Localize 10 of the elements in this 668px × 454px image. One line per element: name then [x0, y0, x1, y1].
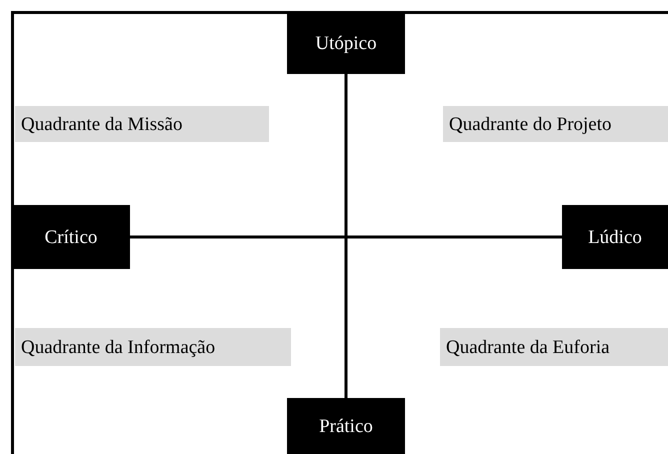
- quadrant-label: Quadrante do Projeto: [443, 106, 668, 142]
- pole-label: Utópico: [287, 12, 405, 74]
- quadrant-label: Quadrante da Missão: [15, 106, 269, 142]
- axis-line: [344, 74, 348, 398]
- pole-label: Prático: [287, 398, 405, 454]
- quadrant-label: Quadrante da Euforia: [440, 328, 668, 366]
- quadrant-label: Quadrante da Informação: [15, 328, 291, 366]
- pole-label: Crítico: [12, 205, 130, 269]
- axis-line: [130, 236, 562, 238]
- pole-label: Lúdico: [562, 205, 668, 269]
